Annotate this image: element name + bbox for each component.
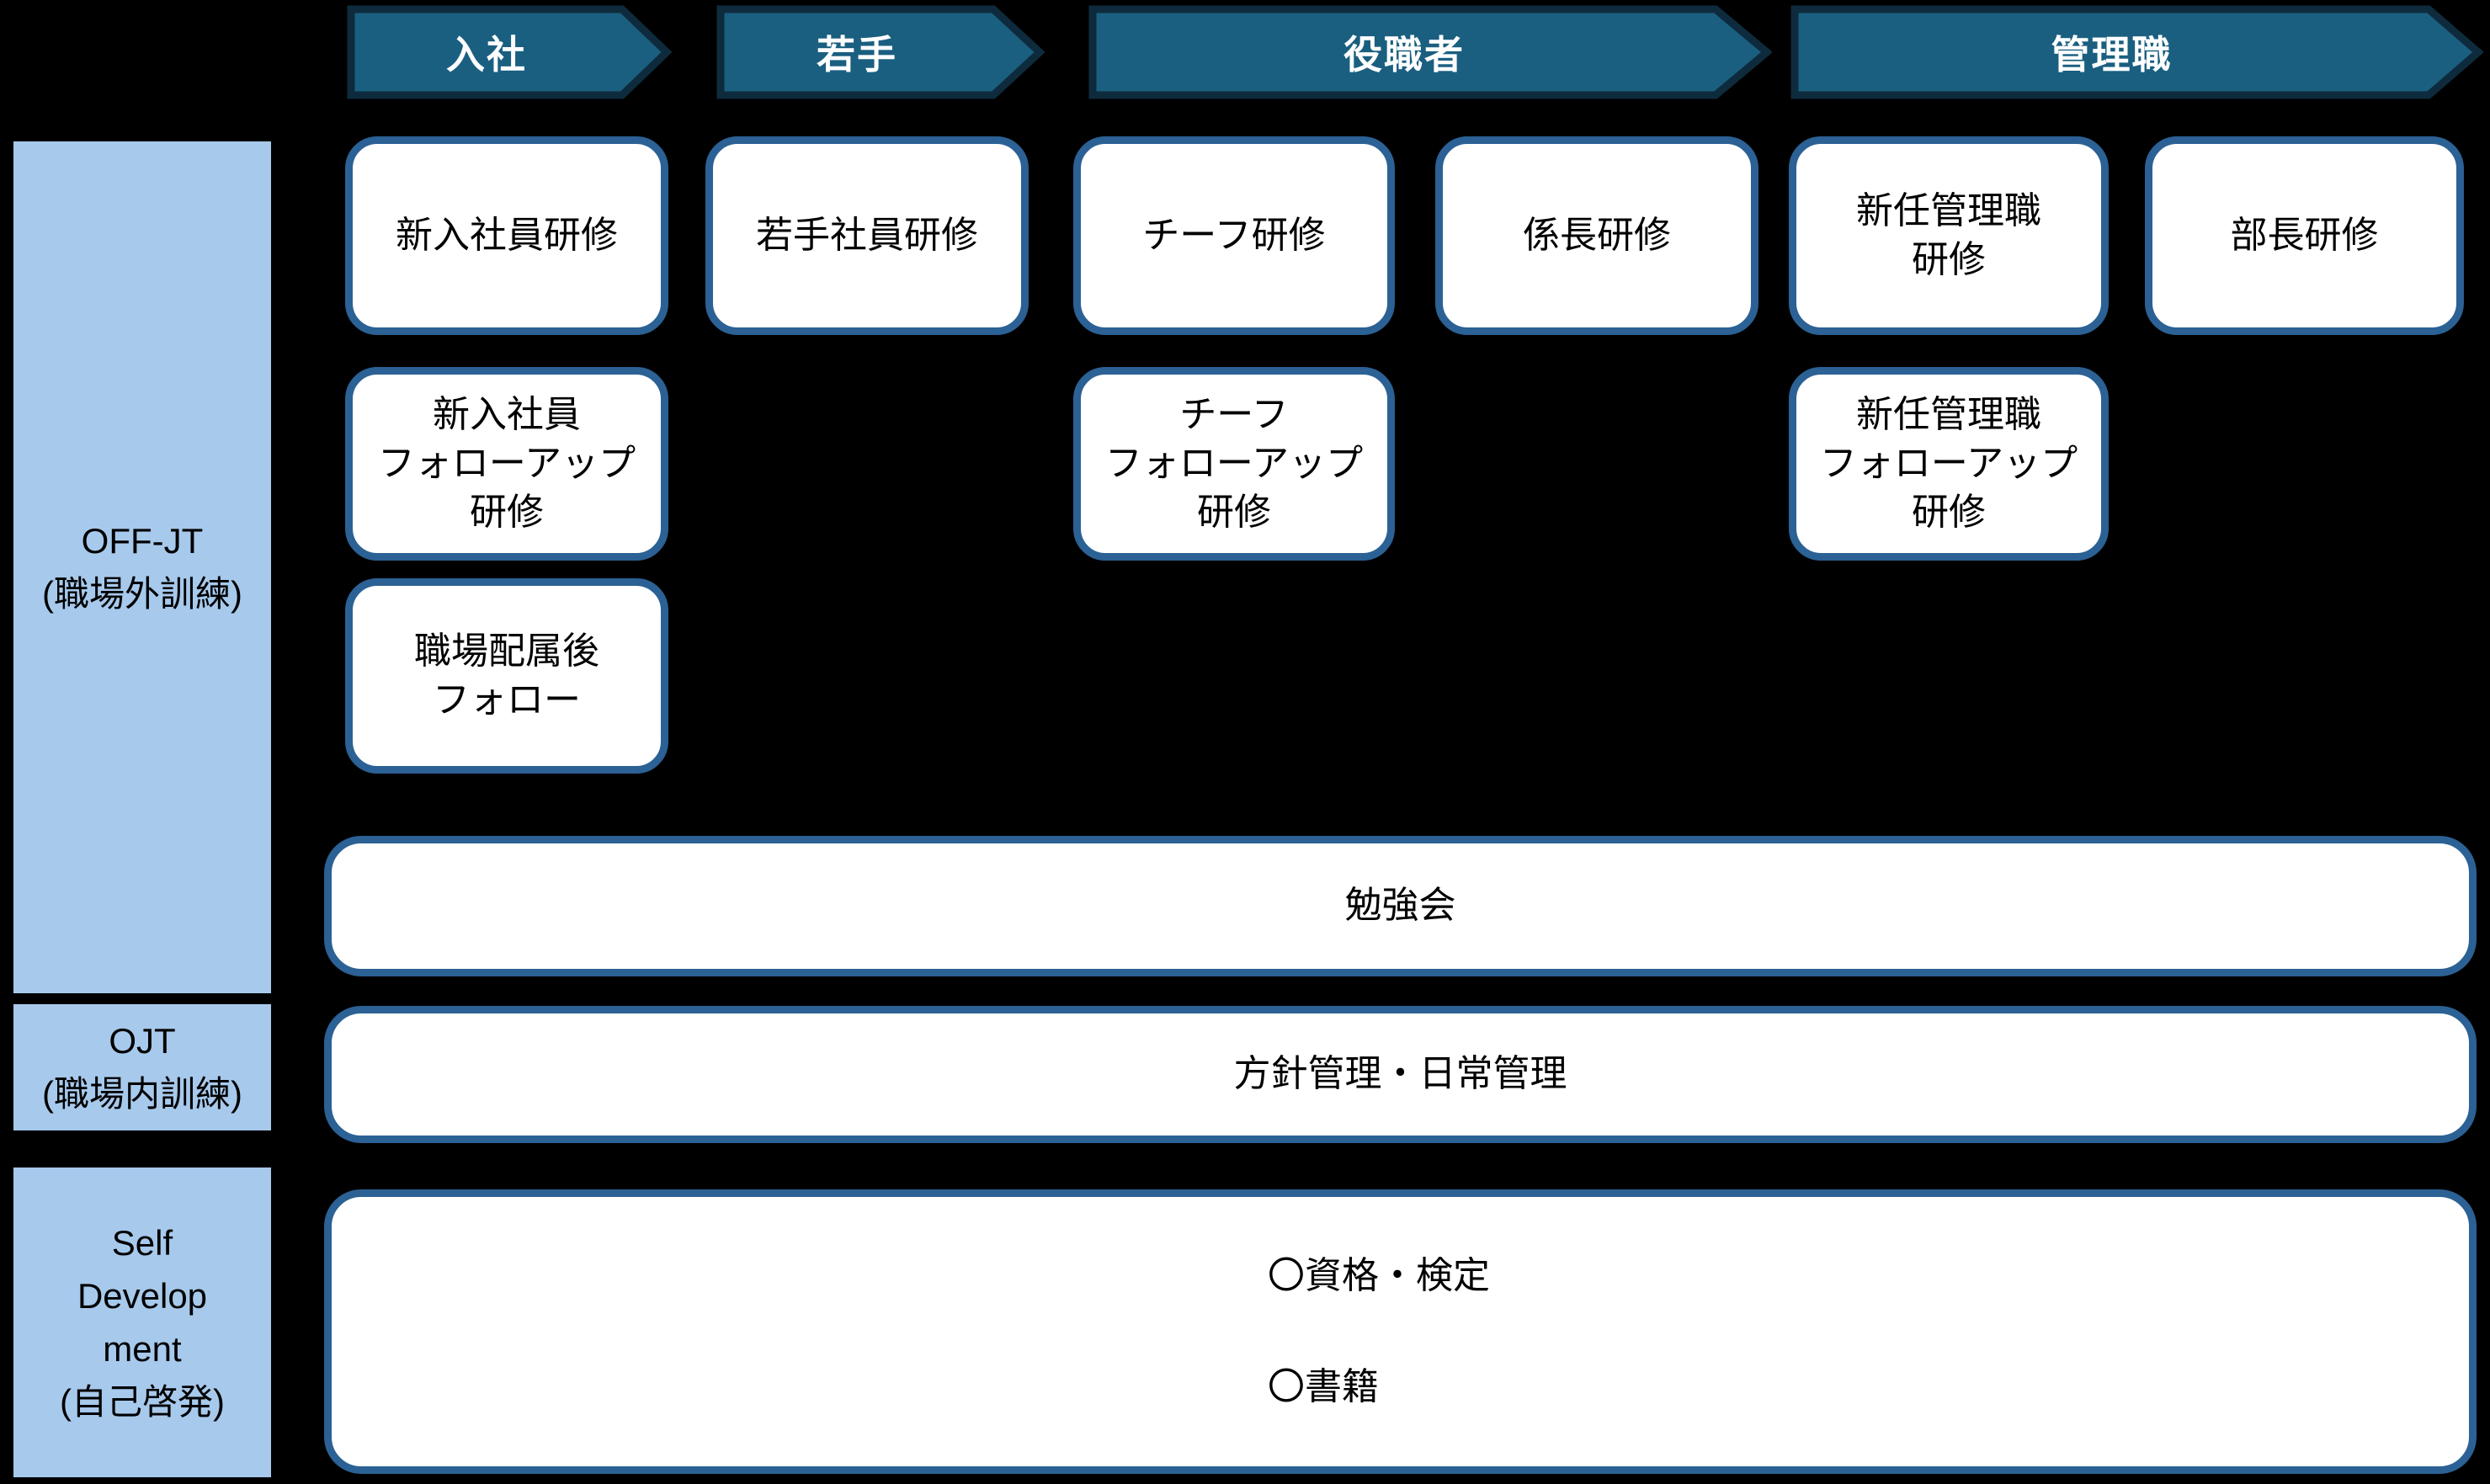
stage-arrow-junior: 若手	[716, 2, 1045, 103]
box-chief-training: チーフ研修	[1073, 136, 1395, 335]
stage-arrow-label: 入社	[446, 33, 527, 77]
box-new-employee-training: 新入社員研修	[345, 136, 668, 335]
category-label: OFF-JT (職場外訓練)	[42, 521, 242, 614]
stage-arrow-manager: 管理職	[1790, 2, 2483, 103]
box-chief-followup: チーフ フォローアップ 研修	[1073, 367, 1395, 561]
arrow-shape	[1790, 5, 2483, 99]
category-offjt: OFF-JT (職場外訓練)	[13, 141, 271, 993]
self-development-item: 〇動画教育	[1268, 1471, 1490, 1484]
category-label: Self Develop ment (自己啓発)	[60, 1223, 225, 1422]
box-new-manager-followup: 新任管理職 フォローアップ 研修	[1789, 367, 2109, 561]
self-development-item: 〇資格・検定	[1268, 1255, 1490, 1296]
box-young-employee-training: 若手社員研修	[705, 136, 1029, 335]
category-label: OJT (職場内訓練)	[42, 1021, 242, 1114]
category-ojt: OJT (職場内訓練)	[13, 1004, 271, 1130]
box-study-group: 勉強会	[324, 836, 2477, 976]
stage-arrow-label: 管理職	[2051, 33, 2173, 77]
arrow-shape	[347, 5, 672, 99]
box-policy-daily-management: 方針管理・日常管理	[324, 1006, 2477, 1143]
box-department-head-training: 部長研修	[2145, 136, 2464, 335]
box-self-development: 〇通信教育 〇資格・検定 〇書籍 〇動画教育	[324, 1144, 2477, 1484]
category-self-development: Self Develop ment (自己啓発)	[13, 1168, 271, 1477]
arrow-shape	[716, 5, 1045, 99]
box-new-manager-training: 新任管理職 研修	[1789, 136, 2109, 335]
self-development-item: 〇通信教育	[1268, 1144, 1453, 1185]
arrow-shape	[1088, 5, 1772, 99]
box-section-leader-training: 係長研修	[1435, 136, 1758, 335]
stage-arrow-label: 役職者	[1343, 33, 1465, 77]
self-development-item: 〇書籍	[1268, 1366, 1379, 1407]
box-post-assignment-follow: 職場配属後 フォロー	[345, 578, 668, 774]
stage-arrow-label: 若手	[817, 33, 897, 77]
stage-arrow-hire: 入社	[347, 2, 672, 103]
stage-arrow-supervisor: 役職者	[1088, 2, 1772, 103]
self-development-list: 〇通信教育 〇資格・検定 〇書籍 〇動画教育	[1268, 1082, 1490, 1484]
box-new-employee-followup: 新入社員 フォローアップ 研修	[345, 367, 668, 561]
